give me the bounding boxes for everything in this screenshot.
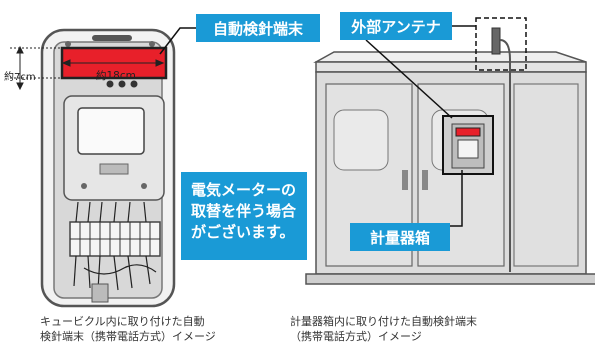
meter-top-slot (92, 35, 132, 41)
replacement-callout: 電気メーターの 取替を伴う場合 がございます。 (181, 172, 307, 260)
antenna-mast (491, 27, 501, 55)
cabinet-roof-rim (315, 61, 587, 73)
left-caption-line-1: キュービクル内に取り付けた自動 (40, 315, 205, 328)
width-dimension-label: 約18cm (96, 70, 136, 82)
right-caption: 計量器箱内に取り付けた自動検針端末 （携帯電話方式）イメージ (290, 314, 477, 344)
meter-screw (81, 183, 87, 189)
door-window (333, 109, 389, 171)
callout-line-2: 取替を伴う場合 (191, 202, 297, 220)
cabinet-base (305, 273, 595, 285)
right-caption-line-2: （携帯電話方式）イメージ (290, 330, 422, 343)
right-caption-line-1: 計量器箱内に取り付けた自動検針端末 (290, 315, 477, 328)
terminal-led (118, 80, 126, 88)
box-terminal-red (455, 127, 481, 137)
terminal-label: 自動検針端末 (196, 14, 320, 42)
terminal-leader-line-right (365, 39, 453, 119)
antenna-cable (499, 39, 511, 272)
left-caption-line-2: 検針端末（携帯電話方式）イメージ (40, 330, 216, 343)
antenna-label: 外部アンテナ (340, 12, 452, 40)
left-caption: キュービクル内に取り付けた自動 検針端末（携帯電話方式）イメージ (40, 314, 216, 344)
terminal-leader-line (159, 27, 196, 55)
meter-screw (149, 41, 155, 47)
terminal-led (106, 80, 114, 88)
meter-screw (141, 183, 147, 189)
cable-gland (91, 283, 109, 303)
callout-line-3: がございます。 (191, 223, 295, 241)
box-meter-face (457, 139, 479, 159)
cabinet-roof (313, 51, 587, 63)
cabinet-side-panel (513, 83, 579, 267)
terminal-block-cells (70, 222, 160, 256)
meter-box-label: 計量器箱 (350, 223, 450, 251)
callout-line-1: 電気メーターの (191, 181, 297, 199)
meter-screw (65, 41, 71, 47)
box-leader-line (448, 170, 463, 227)
dimension-arrows (10, 45, 165, 91)
terminal-led (130, 80, 138, 88)
meter-display (77, 107, 145, 155)
door-handle (402, 170, 408, 190)
door-handle (422, 170, 428, 190)
meter-label-plate (99, 163, 129, 175)
wiring (73, 201, 157, 291)
height-dimension-label: 約7cm (4, 72, 36, 83)
antenna-dashed-frame (475, 17, 527, 71)
